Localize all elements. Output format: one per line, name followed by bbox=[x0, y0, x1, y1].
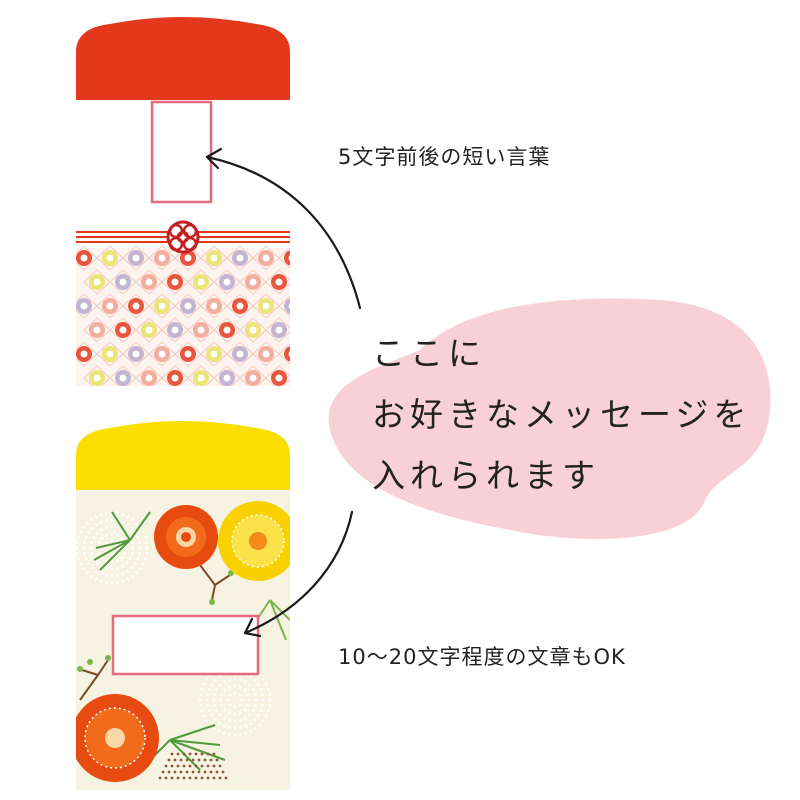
pine-sprig-icon bbox=[93, 511, 151, 571]
ume-flower-icon bbox=[76, 341, 98, 367]
ume-flower-icon bbox=[213, 317, 241, 343]
ume-flower-icon bbox=[226, 341, 254, 367]
red-flap bbox=[76, 17, 290, 100]
ume-flower-icon bbox=[252, 293, 280, 319]
ume-flower-icon bbox=[292, 318, 318, 342]
ume-flower-icon bbox=[76, 293, 98, 319]
dotted-mound-icon bbox=[158, 752, 228, 780]
bubble-text-line-2: お好きなメッセージを bbox=[372, 395, 752, 434]
orange-camellia-icon bbox=[76, 694, 159, 782]
mizuhiki-knot bbox=[166, 220, 200, 254]
ume-flower-icon bbox=[265, 365, 290, 386]
ume-flower-icon bbox=[200, 293, 228, 319]
ume-flower-icon bbox=[292, 270, 318, 294]
ume-flower-icon bbox=[278, 247, 290, 269]
ume-flower-icon bbox=[83, 365, 111, 386]
arrow-to-short-message bbox=[205, 147, 362, 310]
ume-flower-icon bbox=[96, 341, 124, 367]
yellow-camellia-icon bbox=[218, 501, 290, 581]
yellow-flap bbox=[76, 421, 290, 500]
short-message-label: 5文字前後の短い言葉 bbox=[338, 145, 551, 169]
bubble-text-line-3: 入れられます bbox=[372, 456, 600, 495]
ume-flower-icon bbox=[135, 317, 163, 343]
long-message-box bbox=[111, 614, 260, 676]
short-message-box bbox=[150, 100, 213, 204]
ume-flower-icon bbox=[292, 366, 318, 390]
long-message-label: 10〜20文字程度の文章もOK bbox=[338, 645, 626, 669]
ume-flower-icon bbox=[213, 269, 241, 295]
ume-flower-icon bbox=[265, 317, 290, 343]
dotted-burst-icon bbox=[198, 663, 272, 737]
arrow-to-long-message bbox=[243, 510, 354, 638]
message-bubble bbox=[328, 298, 771, 539]
orange-camellia-icon bbox=[154, 505, 218, 569]
bubble-text-line-1: ここに bbox=[372, 334, 486, 373]
envelope-red bbox=[76, 17, 318, 390]
envelope-yellow bbox=[76, 421, 290, 790]
ume-flower-icon bbox=[278, 295, 290, 317]
ume-pattern bbox=[76, 245, 318, 390]
ume-flower-icon bbox=[265, 269, 290, 295]
berry-branch-icon bbox=[77, 655, 111, 701]
ume-flower-icon bbox=[278, 343, 290, 365]
